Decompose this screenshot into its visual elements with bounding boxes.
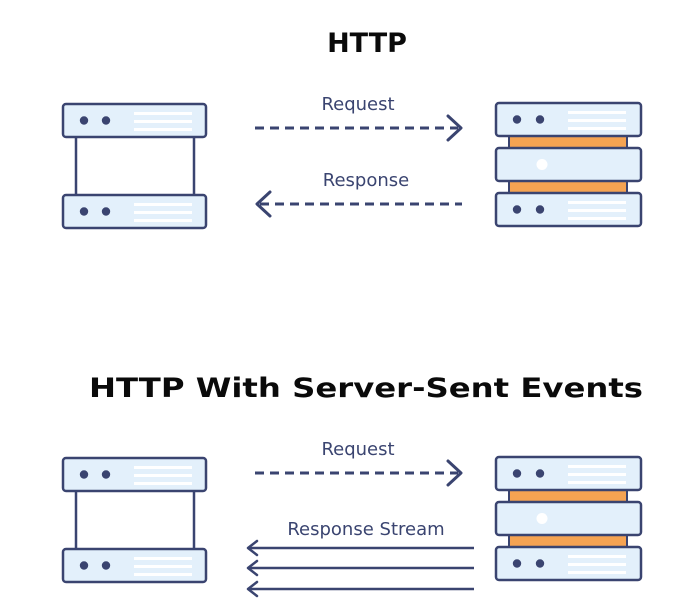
response-stream-label: Response Stream xyxy=(287,519,444,540)
sse-request-label: Request xyxy=(321,439,394,460)
sse-title: HTTP With Server-Sent Events xyxy=(89,373,643,404)
response-stream-arrows xyxy=(246,539,474,598)
server-stack-icon xyxy=(494,455,643,582)
sse-request-arrow xyxy=(255,459,463,487)
http-diagram: HTTP Request Response xyxy=(61,28,643,230)
server-stack-icon xyxy=(494,101,643,228)
request-arrow xyxy=(255,114,463,142)
client-rack-icon xyxy=(61,456,208,584)
request-label: Request xyxy=(321,94,394,115)
response-arrow xyxy=(255,190,462,218)
sse-diagram: HTTP With Server-Sent Events Request Res… xyxy=(61,373,643,598)
http-title: HTTP xyxy=(327,28,407,59)
client-rack-icon xyxy=(61,102,208,230)
response-label: Response xyxy=(323,170,409,191)
